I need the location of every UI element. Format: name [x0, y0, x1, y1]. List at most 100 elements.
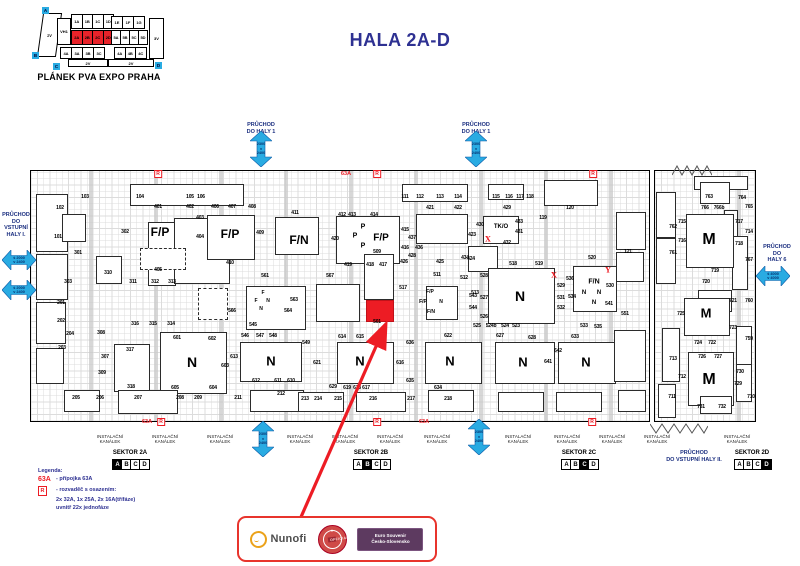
booth-rect	[700, 182, 730, 204]
booth-number: 543	[469, 293, 477, 299]
booth-number: 765	[745, 204, 753, 210]
kanalek-line1: INSTALAČNÍ	[598, 434, 626, 439]
sector-name: SEKTOR 2D	[734, 450, 770, 456]
booth-rect	[275, 217, 319, 255]
booth-number: 561	[261, 273, 269, 279]
nunofi-smile-icon	[250, 530, 268, 548]
booth-number: 512	[460, 275, 468, 281]
euro-souvenir-logo[interactable]: Euro Souvenir Česko-Slovensko	[357, 527, 424, 551]
booth-number: 429	[503, 205, 511, 211]
booth-number: 613	[230, 354, 238, 360]
kanalek-line1: INSTALAČNÍ	[206, 434, 234, 439]
booth-number: 612	[252, 378, 260, 384]
booth-rect	[402, 184, 468, 202]
minimap-corner-marker: B	[32, 52, 39, 59]
booth-number: 634	[434, 385, 442, 391]
section-label: F/N	[588, 278, 600, 286]
booth-number: 401	[154, 204, 162, 210]
minimap-title: PLÁNEK PVA EXPO PRAHA	[37, 72, 161, 82]
booth-number: 759	[745, 336, 753, 342]
installation-channel-band	[737, 171, 741, 421]
booth-number: 212	[277, 391, 285, 397]
installation-channel-label: INSTALAČNÍ KANÁLEK	[97, 434, 123, 444]
official-stamp-logo[interactable]: ♥ OFFICIAL	[317, 524, 349, 554]
section-label: N	[445, 353, 455, 369]
booth-number: 566	[228, 308, 236, 314]
section-label: N	[355, 353, 365, 369]
booth-number: 114	[454, 194, 462, 200]
booth-rect	[316, 284, 360, 322]
booth-rect	[686, 214, 734, 268]
booth-rect	[130, 184, 244, 206]
booth-number: 104	[136, 194, 144, 200]
booth-number: 413	[348, 212, 356, 218]
booth-number: 714	[745, 229, 753, 235]
kanalek-line1: INSTALAČNÍ	[553, 434, 581, 439]
booth-number: 721	[729, 298, 737, 304]
booth-number: 423	[468, 232, 476, 238]
section-label: N	[518, 354, 528, 370]
booth-number: 111	[401, 194, 409, 200]
booth-number: 621	[313, 360, 321, 366]
booth-number: 310	[104, 270, 112, 276]
heart-icon: ♥	[330, 527, 334, 533]
booth-number: 412	[338, 212, 346, 218]
booth-number: 311	[129, 279, 137, 285]
nunofi-logo[interactable]: Nunofi	[250, 530, 306, 548]
booth-number: 527	[480, 295, 488, 301]
booth-number: 627	[496, 333, 504, 339]
booth-rect	[488, 184, 524, 200]
section-label: N	[439, 299, 443, 305]
stamp-label: OFFICIAL	[327, 535, 349, 543]
booth-number: 409	[256, 230, 264, 236]
booth-rect	[160, 332, 227, 394]
booth-rect	[662, 328, 680, 382]
booth-number: 430	[476, 222, 484, 228]
booth-number: 121	[624, 249, 632, 255]
booth-number: 641	[544, 359, 552, 365]
booth-rect	[483, 216, 519, 244]
booth-rect	[618, 390, 646, 412]
booth-number: 513	[471, 290, 479, 296]
booth-number: 302	[121, 229, 129, 235]
booth-number: 215	[334, 396, 342, 402]
booth-number: 509	[373, 249, 381, 255]
installation-channel-label: INSTALAČNÍ KANÁLEK	[152, 434, 178, 444]
kanalek-line2: KANÁLEK	[507, 439, 529, 445]
booth-number: 211	[234, 395, 242, 401]
section-label: F/P	[419, 299, 427, 305]
section-label: P	[360, 242, 366, 250]
booth-number: 208	[176, 395, 184, 401]
booth-rect	[425, 342, 482, 384]
minimap-hall-2v-right: 2V	[108, 59, 154, 67]
booth-number: 718	[735, 241, 743, 247]
booth-number: 722	[708, 340, 716, 346]
booth-number: 567	[326, 273, 334, 279]
booth-number: 545	[249, 322, 257, 328]
installation-channel-label: INSTALAČNÍ KANÁLEK	[644, 434, 670, 444]
booth-number: 405	[154, 267, 162, 273]
sector-name: SEKTOR 2C	[561, 450, 597, 456]
booth-number: 622	[444, 333, 452, 339]
section-label: M	[702, 371, 716, 388]
booth-rect	[468, 246, 498, 272]
section-label: N	[259, 306, 263, 312]
section-label: F/P	[373, 232, 389, 244]
booth-rect	[416, 214, 468, 244]
booth-number: 519	[535, 261, 543, 267]
kanalek-line1: INSTALAČNÍ	[423, 434, 451, 439]
section-label: TK/O	[493, 224, 509, 230]
booth-number: 518	[509, 261, 517, 267]
booth-rect	[498, 392, 544, 412]
booth-number: 312	[151, 279, 159, 285]
booth-number: 201	[57, 300, 65, 306]
booth-number: 112	[416, 194, 424, 200]
booth-number: 432	[503, 240, 511, 246]
utility-marker: Y	[605, 265, 611, 275]
booth-number: 213	[301, 396, 309, 402]
